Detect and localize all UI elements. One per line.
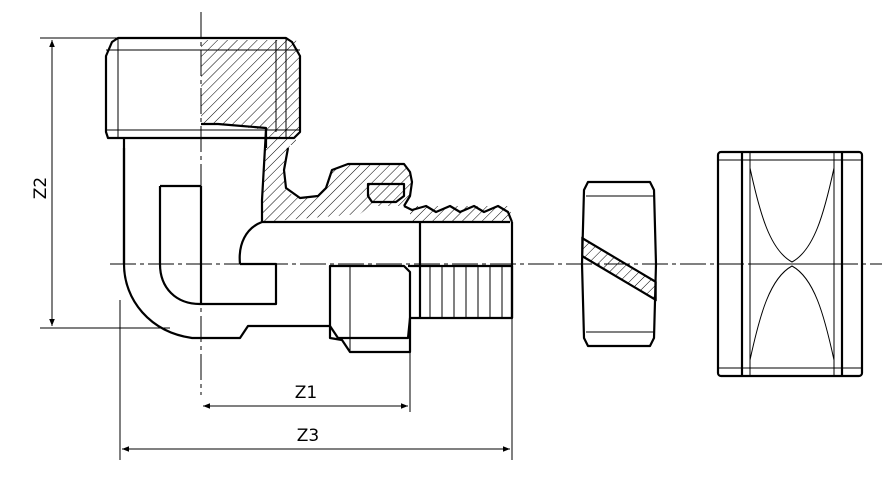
- stem-bore-contour: [238, 220, 510, 265]
- top-nut-outline: [104, 36, 302, 140]
- elbow-outer-contour: [122, 148, 422, 340]
- elbow-fitting: [104, 36, 514, 354]
- lower-flange: [328, 264, 412, 354]
- crimp-ring-slot: [581, 236, 657, 302]
- hex-inner-slot: [366, 182, 406, 204]
- hex-nut-outline: [716, 150, 864, 378]
- section-hatch-nut: [201, 40, 412, 222]
- hex-nut: [716, 150, 864, 378]
- z1-label: Z1: [295, 383, 317, 403]
- barb-lower-outline: [408, 264, 514, 320]
- crimp-ring: [580, 180, 658, 348]
- barb-upper-outline: [403, 204, 514, 223]
- hex-section-outline: [282, 147, 414, 207]
- elbow-inner-contour: [158, 186, 278, 306]
- crimp-ring-slot-edge-top: [581, 237, 657, 283]
- crimp-ring-slot-edge-bottom: [581, 255, 657, 301]
- z2-label: Z2: [31, 177, 51, 199]
- stem-upper-contour: [260, 129, 268, 222]
- hex-nut-lower-curve: [749, 265, 835, 361]
- hex-nut-upper-curve: [749, 167, 835, 263]
- dimensions: Z2 Z1 Z3: [31, 37, 513, 460]
- z3-label: Z3: [297, 426, 319, 446]
- nut-bore: [201, 122, 268, 148]
- section-hatch-barbs: [410, 206, 512, 222]
